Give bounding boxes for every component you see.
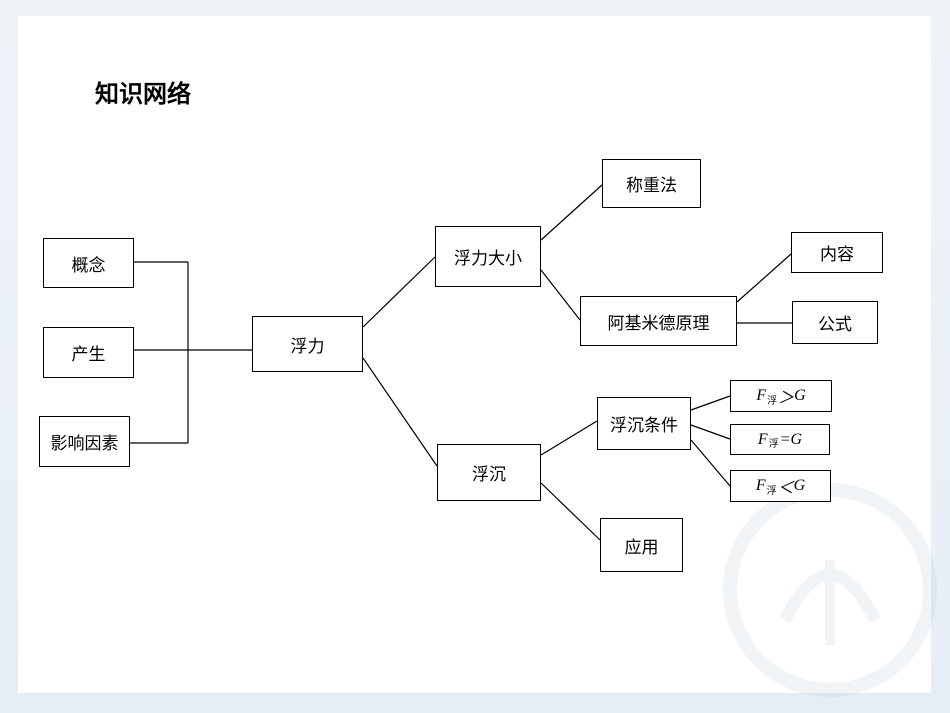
application-node: 应用 [600,518,683,572]
comparison-operator: ＜ [777,480,794,497]
force-subscript: 浮 [766,485,777,497]
magnitude-node: 浮力大小 [435,226,541,287]
comparison-operator: = [779,430,791,448]
concept-node: 概念 [43,238,134,288]
weighing-node: 称重法 [602,159,701,208]
force-subscript: 浮 [767,395,778,407]
content-node: 内容 [791,232,883,273]
force-symbol: F [756,387,767,404]
force-symbol: F [757,430,768,448]
force-subscript: 浮 [768,439,779,450]
comparison-operator: ＞ [778,390,795,407]
buoyancy-node: 浮力 [252,316,363,372]
slide-canvas [18,16,931,693]
force-symbol: F [755,477,766,494]
condition-node: 浮沉条件 [597,397,691,450]
factors-node: 影响因素 [39,416,130,467]
floating-node: 浮沉 [437,444,541,501]
gravity-symbol: G [793,477,806,494]
page-title: 知识网络 [95,80,191,108]
archimedes-node: 阿基米德原理 [580,296,737,346]
origin-node: 产生 [43,327,134,378]
gravity-symbol: G [790,430,803,448]
gravity-symbol: G [794,387,806,404]
formula-node: 公式 [792,301,878,344]
